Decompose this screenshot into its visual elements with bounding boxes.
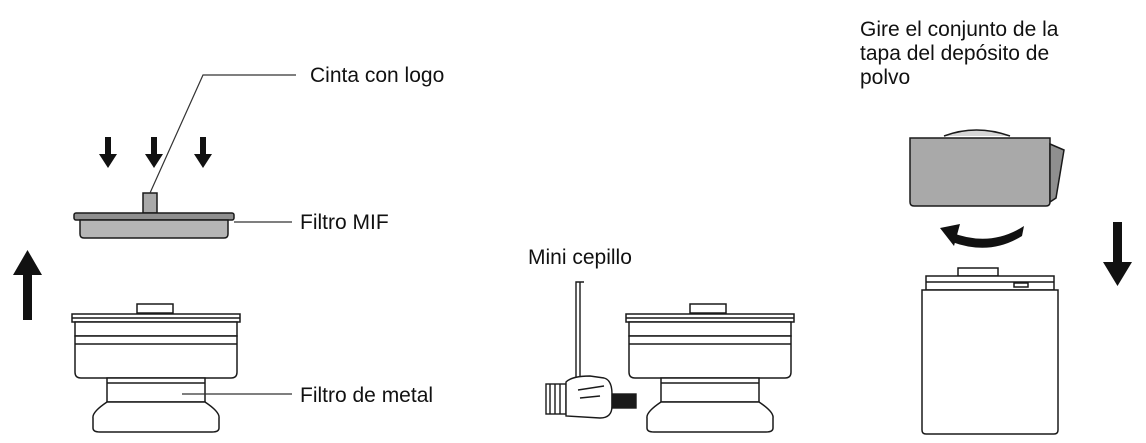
metal-filter-label: Filtro de metal (300, 384, 434, 407)
dust-container-lid (909, 129, 1065, 207)
right-assembly (909, 129, 1132, 435)
down-arrow-right (1103, 222, 1132, 286)
mini-brush-label: Mini cepillo (528, 246, 632, 269)
metal-filter-base (71, 303, 241, 433)
mif-filter-label: Filtro MIF (300, 211, 389, 234)
down-arrows (99, 137, 212, 168)
mini-brush (545, 281, 637, 419)
left-assembly (13, 74, 296, 433)
metal-filter-middle (625, 303, 795, 433)
logo-tape-label: Cinta con logo (310, 64, 445, 87)
mif-filter (73, 192, 235, 239)
rotate-instruction-label: Gire el conjunto de la tapa del depósito… (860, 18, 1059, 89)
dust-container (921, 267, 1059, 435)
leader-lines-left (149, 74, 296, 395)
middle-assembly (545, 281, 795, 433)
up-arrow (13, 250, 42, 320)
rotate-arrow-icon (940, 224, 1024, 248)
